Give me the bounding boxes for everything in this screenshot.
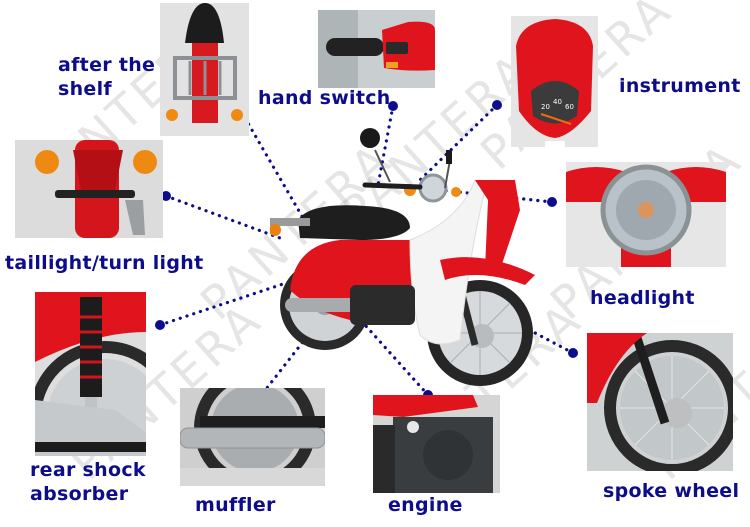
- photo-instrument: 20 40 60: [511, 16, 598, 147]
- label-after-the-shelf: after the shelf: [58, 53, 155, 101]
- label-muffler: muffler: [195, 494, 276, 516]
- svg-text:40: 40: [553, 98, 562, 106]
- photo-after-the-shelf: [160, 3, 249, 136]
- svg-text:60: 60: [565, 103, 574, 111]
- photo-spoke-wheel: [587, 333, 733, 471]
- label-line: shelf: [58, 78, 113, 100]
- label-line: after the: [58, 54, 156, 76]
- photo-muffler: [180, 388, 325, 486]
- label-rear-shock-absorber: rear shock absorber: [30, 458, 146, 506]
- photo-rear-shock-absorber: [35, 292, 146, 456]
- label-spoke-wheel: spoke wheel: [603, 480, 740, 502]
- label-line: absorber: [30, 483, 129, 505]
- label-line: rear shock: [30, 459, 146, 481]
- label-instrument: instrument: [619, 75, 741, 97]
- photo-hand-switch: [318, 10, 435, 88]
- photo-engine: [373, 395, 500, 493]
- svg-text:20: 20: [541, 103, 550, 111]
- label-taillight-turn-light: taillight/turn light: [5, 252, 204, 274]
- photo-taillight-turn-light: [15, 140, 163, 238]
- label-hand-switch: hand switch: [258, 87, 391, 109]
- label-headlight: headlight: [590, 287, 695, 309]
- photo-headlight: [566, 162, 726, 267]
- label-engine: engine: [388, 494, 463, 516]
- motorcycle-illustration: [270, 128, 535, 386]
